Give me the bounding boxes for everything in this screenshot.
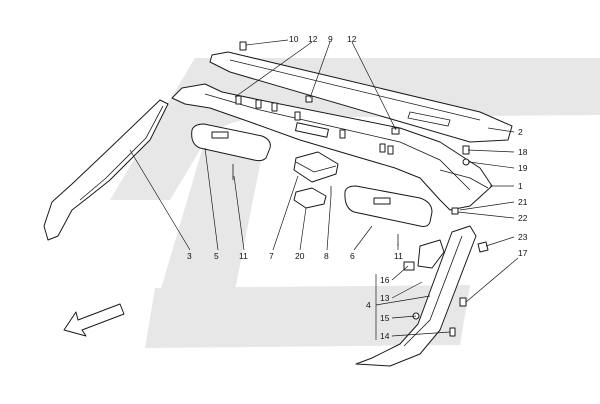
callout-5: 5 (214, 251, 219, 261)
fasteners (239, 41, 489, 337)
right-pillar-trim (355, 225, 477, 367)
callout-8: 8 (324, 251, 329, 261)
callout-13: 13 (380, 293, 390, 303)
leader-lines (129, 39, 519, 340)
callout-11-left: 11 (239, 251, 248, 261)
callout-18: 18 (518, 147, 528, 157)
callout-6: 6 (350, 251, 355, 261)
callout-19: 19 (518, 163, 528, 173)
watermark-logo (110, 58, 600, 348)
callout-20: 20 (295, 251, 305, 261)
callout-4: 4 (366, 300, 371, 310)
callout-23: 23 (518, 232, 528, 242)
headliner-frame (171, 83, 493, 211)
callout-3: 3 (187, 251, 192, 261)
callout-22: 22 (518, 213, 528, 223)
callout-15: 15 (380, 313, 390, 323)
callout-2: 2 (518, 127, 523, 137)
callout-7: 7 (269, 251, 274, 261)
left-sun-visor (191, 123, 271, 180)
left-pillar-trim (43, 99, 169, 241)
callout-11-right: 11 (394, 251, 403, 261)
callout-16: 16 (380, 275, 390, 285)
callout-21: 21 (518, 197, 528, 207)
callout-14: 14 (380, 331, 390, 341)
callout-labels: 10 12 9 12 2 18 19 1 21 22 23 17 3 5 11 … (187, 34, 528, 341)
roof-trim-panel (209, 51, 513, 143)
direction-arrow-icon (63, 303, 125, 337)
courtesy-light (293, 151, 339, 209)
callout-10: 10 (289, 34, 299, 44)
callout-12-left: 12 (308, 34, 318, 44)
callout-1: 1 (518, 181, 523, 191)
callout-12-right: 12 (347, 34, 357, 44)
callout-17: 17 (518, 248, 528, 258)
right-sun-visor (344, 185, 433, 246)
callout-9: 9 (328, 34, 333, 44)
